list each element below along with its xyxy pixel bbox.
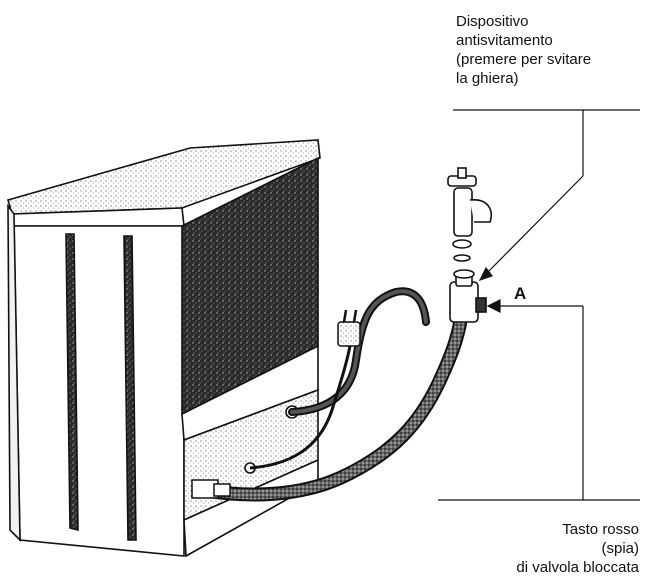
label-bottom-line-2: (spia)	[601, 540, 639, 557]
leader-bottom	[438, 299, 640, 501]
power-cable	[249, 345, 352, 470]
anti-unscrew-device-label: Dispositivo antisvitamento (premere per …	[456, 12, 636, 88]
front-trim-strip-right	[123, 235, 137, 541]
leader-top	[453, 109, 640, 282]
water-tap	[447, 167, 492, 249]
power-plug	[337, 309, 361, 347]
anti-unscrew-device	[449, 269, 487, 323]
label-top-line-2: antisvitamento	[456, 32, 553, 49]
label-bottom-line-1: Tasto rosso	[562, 521, 639, 538]
label-top-line-3: (premere per svitare	[456, 51, 592, 68]
dishwasher-front	[13, 225, 185, 557]
label-bottom-line-3: di valvola bloccata	[516, 559, 639, 576]
point-a-label: A	[514, 284, 527, 303]
red-button-label: Tasto rosso (spia) di valvola bloccata	[399, 520, 639, 577]
front-trim-strip-left	[65, 233, 79, 532]
red-indicator-button	[475, 297, 487, 313]
label-top-line-1: Dispositivo	[456, 13, 529, 30]
label-top-line-4: la ghiera)	[456, 70, 519, 87]
sealing-washer	[453, 254, 471, 262]
